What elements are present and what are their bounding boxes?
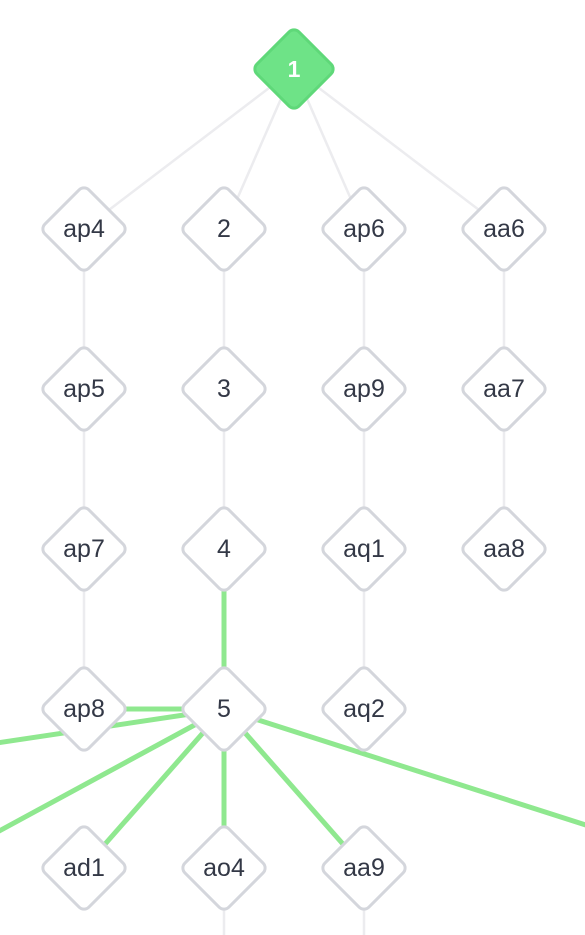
node-diamond[interactable]: [320, 505, 408, 593]
nodes-layer: 1 ap4 2 ap6 aa6 ap5 3 ap9 aa7 ap7 4 aq1 aa8 ap8 5 aq2 ad…: [40, 27, 548, 912]
node-diamond[interactable]: [320, 824, 408, 912]
node-diamond[interactable]: [252, 27, 336, 111]
node-diamond[interactable]: [180, 665, 268, 753]
edge-n5-offscreen-left-2: [0, 706, 226, 834]
node-aa9[interactable]: [320, 824, 408, 912]
node-label: ap8: [63, 695, 105, 723]
node-1[interactable]: [252, 27, 336, 111]
node-ap7[interactable]: [40, 505, 128, 593]
node-diamond[interactable]: [460, 505, 548, 593]
node-aa6[interactable]: [460, 185, 548, 273]
edge-n1-ap4: [83, 68, 295, 230]
node-label: 2: [217, 215, 231, 243]
node-diamond[interactable]: [460, 185, 548, 273]
node-label: ao4: [203, 854, 245, 882]
node-aq1[interactable]: [320, 505, 408, 593]
node-label: aa9: [343, 854, 385, 882]
node-label: aq1: [343, 535, 385, 563]
node-diamond[interactable]: [180, 505, 268, 593]
edge-n5-ad1: [82, 707, 226, 870]
node-aa8[interactable]: [460, 505, 548, 593]
node-ap6[interactable]: [320, 185, 408, 273]
node-ap5[interactable]: [40, 345, 128, 433]
node-5[interactable]: [180, 665, 268, 753]
edge-n5-offscreen-right: [223, 706, 585, 828]
node-label: ap5: [63, 375, 105, 403]
node-label: aa7: [483, 375, 525, 403]
node-2[interactable]: [180, 185, 268, 273]
node-diamond[interactable]: [180, 345, 268, 433]
node-label: aa6: [483, 215, 525, 243]
node-diamond[interactable]: [40, 345, 128, 433]
node-diamond[interactable]: [320, 345, 408, 433]
edge-n5-aa9: [222, 707, 366, 870]
node-4[interactable]: [180, 505, 268, 593]
node-3[interactable]: [180, 345, 268, 433]
node-diamond[interactable]: [40, 824, 128, 912]
node-label: 1: [288, 56, 301, 82]
node-label: ap4: [63, 215, 105, 243]
node-diamond[interactable]: [180, 185, 268, 273]
node-label: ad1: [63, 854, 105, 882]
node-label: ap7: [63, 535, 105, 563]
node-label: ap9: [343, 375, 385, 403]
node-diamond[interactable]: [40, 185, 128, 273]
node-aq2[interactable]: [320, 665, 408, 753]
node-aa7[interactable]: [460, 345, 548, 433]
node-diamond[interactable]: [180, 824, 268, 912]
node-diamond[interactable]: [320, 665, 408, 753]
node-diamond[interactable]: [320, 185, 408, 273]
node-label: ap6: [343, 215, 385, 243]
node-label: 5: [217, 695, 231, 723]
node-ap8[interactable]: [40, 665, 128, 753]
node-label: 4: [217, 535, 231, 563]
node-diamond[interactable]: [460, 345, 548, 433]
node-label: aa8: [483, 535, 525, 563]
node-ao4[interactable]: [180, 824, 268, 912]
node-diamond[interactable]: [40, 665, 128, 753]
edge-n1-aa6: [293, 68, 505, 230]
node-diamond[interactable]: [40, 505, 128, 593]
node-label: 3: [217, 375, 231, 403]
node-ad1[interactable]: [40, 824, 128, 912]
node-label: aq2: [343, 695, 385, 723]
node-ap9[interactable]: [320, 345, 408, 433]
node-ap4[interactable]: [40, 185, 128, 273]
